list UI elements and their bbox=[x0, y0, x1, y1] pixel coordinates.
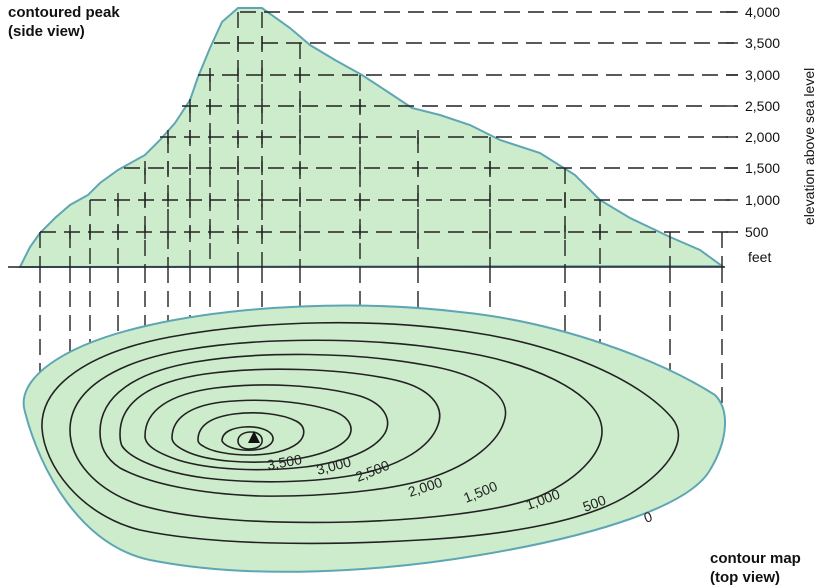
contour-500 bbox=[41, 321, 680, 545]
elevation-label-3000: 3,000 bbox=[745, 67, 780, 83]
contour-2500 bbox=[144, 384, 389, 471]
side-view-title-line2: (side view) bbox=[8, 23, 85, 40]
mountain-profile bbox=[18, 7, 726, 269]
elevation-unit-label: feet bbox=[748, 249, 771, 265]
top-view-title-line2: (top view) bbox=[710, 569, 780, 586]
elevation-label-1500: 1,500 bbox=[745, 160, 780, 176]
contour-label-3500: 3,500 bbox=[266, 451, 303, 473]
elevation-label-1000: 1,000 bbox=[745, 192, 780, 208]
contour-3000 bbox=[171, 399, 352, 463]
contour-1500 bbox=[99, 353, 507, 497]
elevation-label-2500: 2,500 bbox=[745, 98, 780, 114]
contour-map bbox=[22, 304, 726, 573]
side-view-title-line1: contoured peak bbox=[8, 4, 120, 21]
elevation-label-3500: 3,500 bbox=[745, 35, 780, 51]
contour-summit-ring bbox=[237, 431, 263, 450]
elevation-label-2000: 2,000 bbox=[745, 129, 780, 145]
contour-4000 bbox=[221, 426, 274, 451]
contour-3500 bbox=[197, 412, 305, 456]
elevation-label-500: 500 bbox=[745, 224, 769, 240]
elevation-label-4000: 4,000 bbox=[745, 4, 780, 20]
top-view-title-line1: contour map bbox=[710, 550, 801, 567]
elevation-axis-title: elevation above sea level bbox=[801, 68, 817, 225]
contour-2000 bbox=[119, 368, 441, 483]
contour-0 bbox=[22, 304, 726, 573]
summit-triangle-icon bbox=[248, 431, 260, 443]
contour-1000 bbox=[69, 339, 603, 524]
contour-label-500: 500 bbox=[581, 492, 609, 515]
